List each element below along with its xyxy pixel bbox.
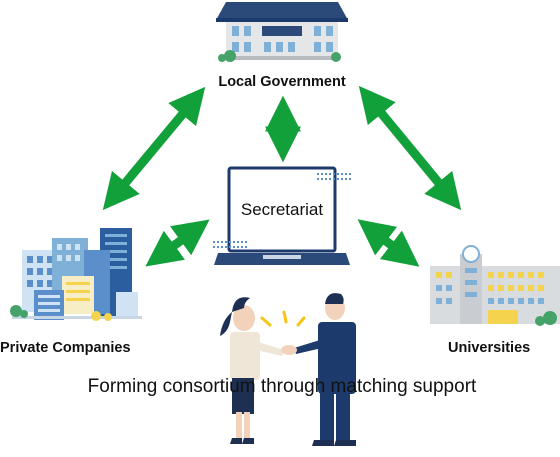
label-secretariat: Secretariat	[241, 200, 323, 219]
laptop-icon	[213, 166, 351, 265]
office-buildings-icon	[10, 228, 142, 321]
arrow-secretariat-private-companies	[145, 219, 210, 267]
diagram-caption: Forming consortium through matching supp…	[88, 376, 477, 397]
arrow-government-universities	[358, 85, 462, 211]
arrow-government-private-companies	[102, 86, 206, 211]
handshake-people-icon	[220, 293, 356, 446]
arrows	[102, 85, 462, 267]
government-building-icon	[216, 2, 348, 62]
university-building-icon	[430, 245, 560, 326]
label-universities: Universities	[448, 340, 530, 356]
label-local-government: Local Government	[218, 74, 345, 90]
label-private-companies: Private Companies	[0, 340, 131, 356]
arrow-secretariat-universities	[357, 219, 420, 267]
